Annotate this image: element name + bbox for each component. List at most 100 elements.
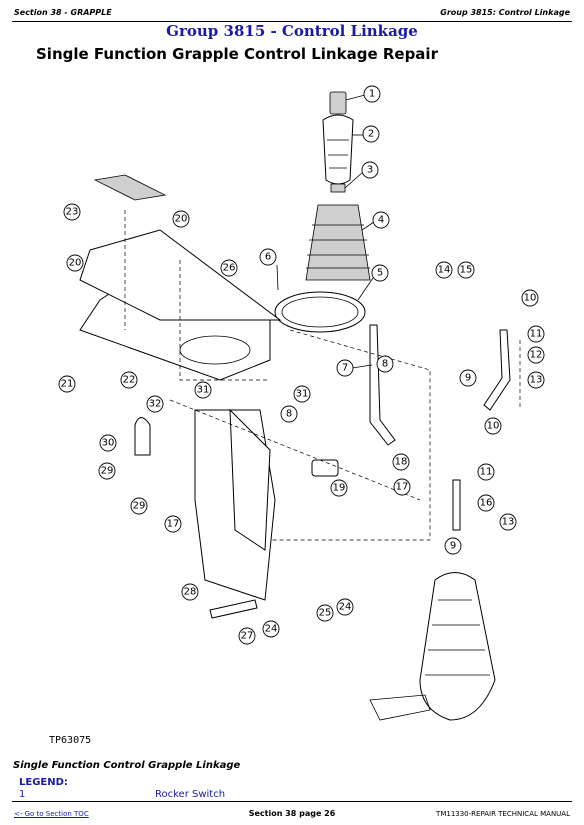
svg-text:24: 24 (265, 624, 278, 635)
svg-text:19: 19 (333, 483, 346, 494)
svg-text:5: 5 (377, 268, 383, 279)
svg-text:6: 6 (265, 252, 271, 263)
figure-reference-label: TP63075 (49, 735, 92, 746)
callout-10-upper: 10 (521, 289, 539, 307)
legend-item-description: Rocker Switch (155, 789, 226, 800)
svg-text:26: 26 (223, 263, 236, 274)
callout-8-lower: 8 (280, 405, 298, 423)
svg-text:27: 27 (241, 631, 254, 642)
svg-text:10: 10 (487, 421, 500, 432)
callout-29-upper: 29 (98, 462, 116, 480)
callout-2: 2 (352, 125, 380, 143)
svg-text:25: 25 (319, 608, 332, 619)
callout-1: 1 (345, 85, 381, 103)
callout-23: 23 (63, 203, 81, 221)
callout-7: 7 (336, 359, 373, 377)
callout-31: 31 (293, 385, 311, 403)
svg-text:17: 17 (396, 482, 409, 493)
svg-text:11: 11 (530, 329, 543, 340)
svg-text:3: 3 (367, 165, 373, 176)
callout-15: 15 (457, 261, 475, 279)
svg-text:4: 4 (378, 215, 384, 226)
footer-rule (12, 801, 572, 802)
svg-text:20: 20 (175, 214, 188, 225)
svg-text:23: 23 (66, 207, 79, 218)
svg-text:29: 29 (101, 466, 114, 477)
svg-text:21: 21 (61, 379, 74, 390)
svg-text:15: 15 (460, 265, 473, 276)
page-number: Section 38 page 26 (248, 809, 336, 818)
svg-text:22: 22 (123, 375, 136, 386)
callout-14: 14 (435, 261, 453, 279)
callout-20-upper: 20 (172, 210, 190, 228)
callout-13-upper: 13 (527, 371, 545, 389)
svg-text:29: 29 (133, 501, 146, 512)
svg-text:16: 16 (480, 498, 493, 509)
callout-10-lower: 10 (484, 417, 502, 435)
callout-20-lower: 20 (66, 254, 84, 272)
svg-text:13: 13 (502, 517, 515, 528)
callout-21: 21 (58, 375, 76, 393)
manual-id: TM11330-REPAIR TECHNICAL MANUAL (436, 810, 570, 818)
svg-text:28: 28 (184, 587, 197, 598)
callout-16: 16 (477, 494, 495, 512)
callout-8-upper: 8 (376, 355, 394, 373)
callout-11-lower: 11 (477, 463, 495, 481)
svg-text:10: 10 (524, 293, 537, 304)
callout-5: 5 (357, 264, 389, 301)
callout-27: 27 (238, 627, 256, 645)
callout-26: 26 (220, 259, 238, 277)
svg-text:31: 31 (296, 389, 309, 400)
figure-caption: Single Function Control Grapple Linkage (13, 760, 241, 771)
svg-text:2: 2 (368, 129, 374, 140)
svg-text:7: 7 (342, 363, 348, 374)
svg-text:18: 18 (395, 457, 408, 468)
callout-3: 3 (344, 161, 379, 189)
callout-18: 18 (392, 453, 410, 471)
svg-text:31: 31 (197, 385, 210, 396)
svg-text:11: 11 (480, 467, 493, 478)
legend-item-number: 1 (19, 789, 26, 800)
callout-22: 22 (120, 371, 138, 389)
svg-text:12: 12 (530, 350, 543, 361)
svg-text:8: 8 (382, 359, 388, 370)
callout-11-upper: 11 (527, 325, 545, 343)
callout-17-left: 17 (164, 515, 182, 533)
callout-32: 32 (146, 395, 164, 413)
callout-13-lower: 13 (499, 513, 517, 531)
go-to-section-toc-link[interactable]: <- Go to Section TOC (14, 810, 89, 818)
svg-text:24: 24 (339, 602, 352, 613)
header-section: Section 38 - GRAPPLE (14, 8, 112, 17)
svg-text:17: 17 (167, 519, 180, 530)
callout-24-right: 24 (336, 598, 354, 616)
group-title: Group 3815 - Control Linkage (166, 22, 418, 40)
callout-25: 25 (316, 604, 334, 622)
exploded-view-figure: 1 2 3 4 5 6 7 8 8 9 9 10 10 11 11 12 13 … (40, 80, 560, 740)
header-rule (12, 21, 572, 22)
callout-12: 12 (527, 346, 545, 364)
header-group: Group 3815: Control Linkage (440, 8, 570, 17)
legend-title: LEGEND: (19, 777, 68, 788)
callout-31-upper: 31 (194, 381, 212, 399)
callout-28: 28 (181, 583, 199, 601)
callout-30: 30 (99, 434, 117, 452)
callout-9-upper: 9 (459, 369, 477, 387)
callout-24-lower: 24 (262, 620, 280, 638)
svg-text:30: 30 (102, 438, 115, 449)
svg-text:13: 13 (530, 375, 543, 386)
svg-text:32: 32 (149, 399, 162, 410)
svg-text:14: 14 (438, 265, 451, 276)
svg-text:9: 9 (465, 373, 471, 384)
callout-19: 19 (330, 479, 348, 497)
page-title: Single Function Grapple Control Linkage … (36, 45, 438, 63)
callout-6: 6 (259, 248, 279, 291)
callout-4: 4 (361, 211, 390, 231)
svg-text:1: 1 (369, 89, 375, 100)
callout-17-right: 17 (393, 478, 411, 496)
callout-29-lower: 29 (130, 497, 148, 515)
exploded-view-drawing: 1 2 3 4 5 6 7 8 8 9 9 10 10 11 11 12 13 … (58, 85, 545, 721)
svg-text:20: 20 (69, 258, 82, 269)
svg-text:8: 8 (286, 409, 292, 420)
callout-9-lower: 9 (444, 537, 462, 555)
svg-text:9: 9 (450, 541, 456, 552)
